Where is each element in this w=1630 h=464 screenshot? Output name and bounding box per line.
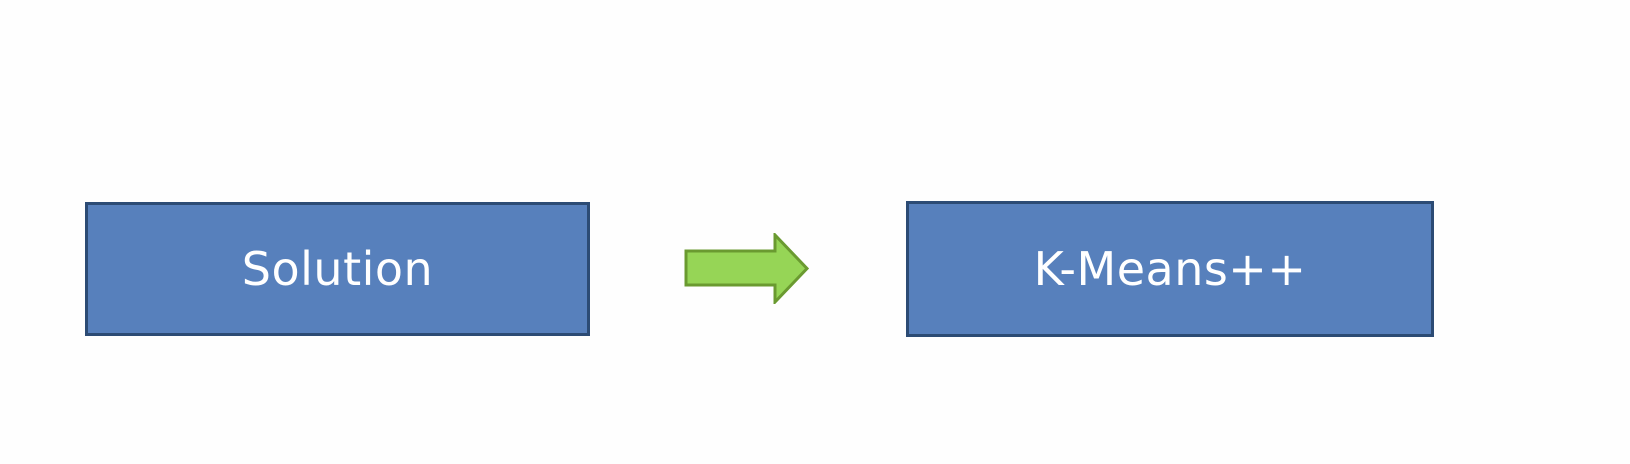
right-arrow-icon bbox=[684, 233, 810, 304]
arrow-shape bbox=[684, 233, 810, 304]
kmeans-label: K-Means++ bbox=[1033, 242, 1307, 296]
kmeans-box: K-Means++ bbox=[906, 201, 1434, 337]
solution-label: Solution bbox=[241, 242, 434, 296]
solution-box: Solution bbox=[85, 202, 590, 336]
